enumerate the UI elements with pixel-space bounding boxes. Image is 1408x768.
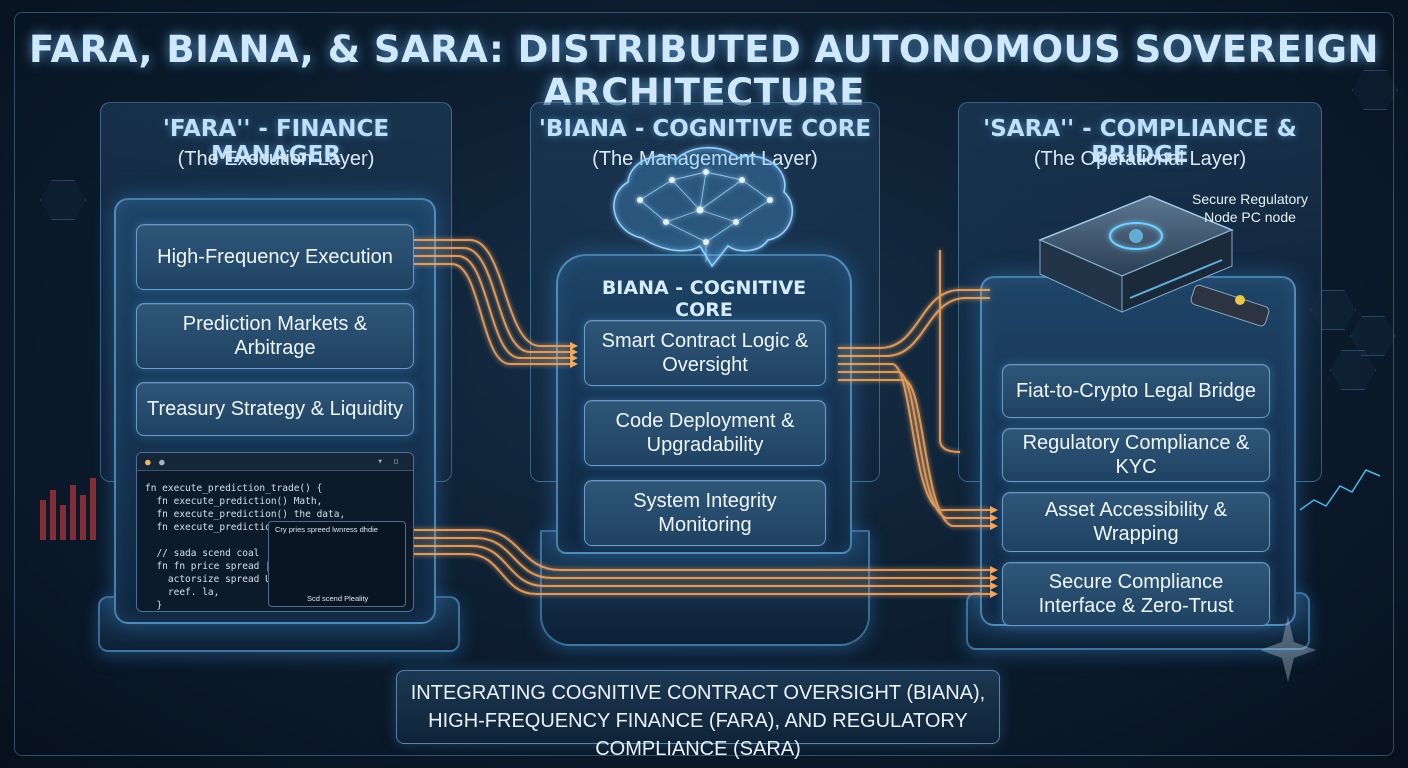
biana-item: System Integrity Monitoring [584, 480, 826, 546]
connector-arrowheads [570, 342, 998, 598]
window-dot-icon: ● [145, 457, 151, 468]
biana-item: Smart Contract Logic & Oversight [584, 320, 826, 386]
code-line: actorsize spread U, [145, 574, 277, 585]
biana-core-label: BIANA - COGNITIVE CORE [601, 277, 807, 321]
footer-caption: INTEGRATING COGNITIVE CONTRACT OVERSIGHT… [396, 670, 1000, 760]
fara-subtitle: (The Execution Layer) [177, 148, 375, 170]
decorative-bar-chart [40, 478, 96, 540]
fara-item: Treasury Strategy & Liquidity [136, 382, 414, 436]
code-window-titlebar: ● ● ▾ ▫ [137, 453, 413, 471]
sara-item: Regulatory Compliance & KYC [1002, 428, 1270, 482]
code-line: fn fn price spread |{ [145, 561, 277, 572]
fara-item: Prediction Markets & Arbitrage [136, 303, 414, 369]
mini-chart-title: Cry pries spreed lwnress dhdie [275, 525, 378, 534]
secure-node-pc-icon [1038, 195, 1270, 327]
mini-chart-caption: Scd scend Pleality [307, 594, 369, 603]
decorative-line-chart [1299, 469, 1381, 511]
biana-sara-connectors [838, 250, 990, 527]
sara-title: 'SARA'' - COMPLIANCE & BRIDGE [983, 116, 1297, 168]
brain-network-icon [613, 147, 794, 268]
hex-decoration [40, 180, 86, 220]
code-line: fn execute_prediction() the data, [145, 509, 346, 520]
fara-item: High-Frequency Execution [136, 224, 414, 290]
code-line: fn execute_prediction_trade() { [145, 483, 323, 494]
mini-chart-panel: Cry pries spreed lwnress dhdie Scd scend… [268, 521, 406, 607]
window-dot-icon: ● [159, 457, 165, 468]
outer-frame [14, 12, 1394, 756]
code-line: } [145, 600, 163, 611]
fara-biana-connectors [414, 239, 570, 365]
biana-title: 'BIANA - COGNITIVE CORE [538, 116, 872, 142]
maximize-icon[interactable]: ▫ [393, 456, 399, 467]
sara-item: Secure Compliance Interface & Zero-Trust [1002, 562, 1270, 626]
sara-item: Fiat-to-Crypto Legal Bridge [1002, 364, 1270, 418]
sparkle-icon [1260, 616, 1316, 682]
fara-sara-connectors [412, 529, 990, 595]
code-line: // sada scend coal [145, 548, 260, 559]
biana-item: Code Deployment & Upgradability [584, 400, 826, 466]
minimize-icon[interactable]: ▾ [377, 456, 383, 467]
sara-subtitle: (The Operational Layer) [1033, 148, 1247, 170]
fara-title: 'FARA'' - FINANCE MANAGER [162, 116, 390, 168]
code-line: fn execute_prediction() Math, [145, 496, 323, 507]
code-line: reef. la, [145, 587, 220, 598]
secure-node-label: Secure Regulatory Node PC node [1192, 191, 1308, 225]
sara-item: Asset Accessibility & Wrapping [1002, 492, 1270, 552]
